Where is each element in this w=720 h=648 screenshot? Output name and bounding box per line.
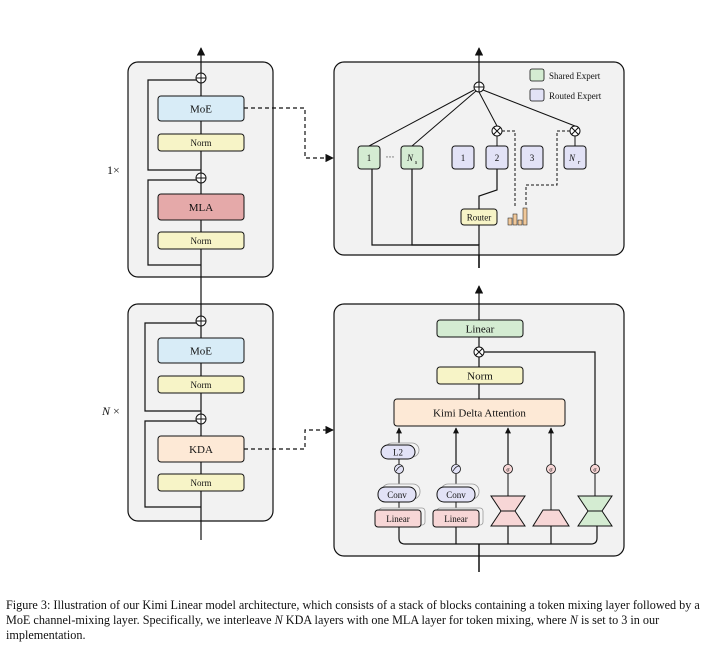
legend: Shared Expert Routed Expert bbox=[529, 68, 602, 102]
legend-swatch-shared bbox=[529, 68, 545, 82]
sigma-icon: σ bbox=[503, 464, 513, 474]
repeat-label: 1× bbox=[107, 163, 120, 177]
linear-label: Linear bbox=[444, 514, 467, 524]
architecture-diagram: MoE Norm MLA Norm 1× MoE bbox=[101, 47, 625, 572]
routed-expert: 1 bbox=[451, 145, 475, 170]
svg-text:3: 3 bbox=[530, 153, 535, 163]
low-rank-projection bbox=[490, 495, 526, 527]
norm-box: Norm bbox=[157, 231, 245, 250]
norm-box: Norm bbox=[157, 133, 245, 152]
kda-attention-label: Kimi Delta Attention bbox=[433, 408, 526, 420]
svg-text:2: 2 bbox=[495, 153, 500, 163]
svg-text:σ: σ bbox=[549, 468, 553, 474]
mla-block: MoE Norm MLA Norm 1× bbox=[107, 47, 274, 278]
router-box: Router bbox=[460, 208, 498, 226]
sigma-icon: σ bbox=[546, 464, 556, 474]
legend-shared: Shared Expert bbox=[549, 71, 601, 81]
routed-expert: 2 bbox=[485, 145, 509, 170]
legend-swatch-routed bbox=[529, 88, 545, 102]
kda-label: KDA bbox=[189, 444, 213, 456]
ellipsis: ··· bbox=[386, 152, 395, 162]
multiply-node bbox=[473, 346, 485, 358]
shared-expert: N s bbox=[400, 145, 424, 170]
mla-label: MLA bbox=[189, 202, 214, 214]
norm-box: Norm bbox=[157, 375, 245, 394]
kimi-delta-attention-box: Kimi Delta Attention bbox=[393, 398, 566, 427]
kda-block: MoE Norm KDA Norm N × bbox=[101, 303, 274, 540]
conv-box: Conv bbox=[377, 483, 421, 503]
linear-label: Linear bbox=[386, 514, 409, 524]
svg-text:N: N bbox=[406, 153, 414, 163]
bar-chart-icon bbox=[507, 207, 528, 226]
legend-routed: Routed Expert bbox=[549, 91, 602, 101]
svg-text:1: 1 bbox=[367, 153, 372, 163]
moe-box: MoE bbox=[157, 337, 245, 364]
l2-norm-box: L2 bbox=[380, 442, 420, 460]
svg-text:N: N bbox=[568, 153, 576, 163]
moe-label: MoE bbox=[190, 346, 212, 358]
sigma-icon bbox=[394, 464, 404, 474]
conv-box: Conv bbox=[436, 483, 480, 503]
norm-box: Norm bbox=[157, 473, 245, 492]
linear-label: Linear bbox=[466, 324, 495, 336]
routed-expert: N r bbox=[563, 145, 587, 170]
mla-box: MLA bbox=[157, 193, 245, 221]
linear-box: Linear bbox=[436, 319, 524, 338]
kda-detail-panel: Linear Norm Kimi Delta Attention bbox=[333, 285, 625, 572]
svg-text:1: 1 bbox=[461, 153, 466, 163]
sigma-icon bbox=[451, 464, 461, 474]
svg-text:s: s bbox=[415, 160, 418, 166]
linear-box: Linear bbox=[374, 507, 426, 528]
svg-text:σ: σ bbox=[506, 468, 510, 474]
moe-box: MoE bbox=[157, 95, 245, 122]
conv-label: Conv bbox=[387, 490, 407, 500]
sigma-icon: σ bbox=[590, 464, 600, 474]
low-rank-projection bbox=[577, 495, 613, 527]
moe-detail-connector bbox=[244, 107, 334, 163]
kda-box: KDA bbox=[157, 435, 245, 463]
norm-label: Norm bbox=[191, 236, 212, 246]
norm-label: Norm bbox=[191, 478, 212, 488]
norm-box: Norm bbox=[436, 366, 524, 385]
multiply-node bbox=[569, 125, 581, 137]
routed-expert: 3 bbox=[520, 145, 544, 170]
svg-text:r: r bbox=[578, 160, 581, 166]
norm-label: Norm bbox=[191, 138, 212, 148]
kda-detail-connector bbox=[244, 425, 334, 450]
conv-label: Conv bbox=[446, 490, 466, 500]
shared-expert: 1 bbox=[357, 145, 381, 170]
norm-label: Norm bbox=[467, 371, 493, 383]
projection bbox=[532, 509, 570, 527]
moe-detail-panel: Shared Expert Routed Expert bbox=[333, 47, 625, 268]
svg-text:σ: σ bbox=[593, 468, 597, 474]
figure-caption: Figure 3: Illustration of our Kimi Linea… bbox=[6, 598, 700, 642]
linear-box: Linear bbox=[432, 507, 484, 528]
repeat-label: N × bbox=[101, 404, 120, 418]
l2-label: L2 bbox=[393, 448, 403, 458]
multiply-node bbox=[491, 125, 503, 137]
router-label: Router bbox=[467, 213, 492, 223]
moe-label: MoE bbox=[190, 104, 212, 116]
norm-label: Norm bbox=[191, 380, 212, 390]
